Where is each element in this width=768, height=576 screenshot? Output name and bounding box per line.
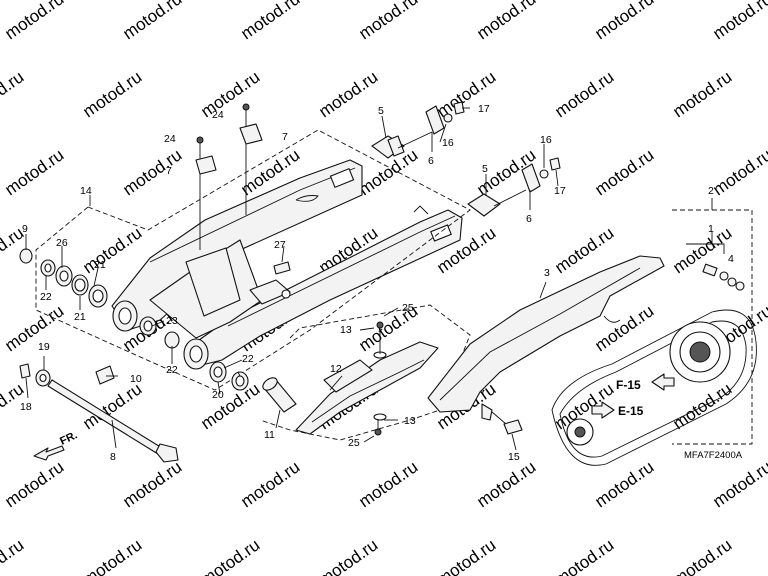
- watermark-text: motod.ru: [79, 535, 145, 576]
- watermark-text: motod.ru: [1, 301, 67, 355]
- watermark-text: motod.ru: [669, 223, 735, 277]
- watermark-text: motod.ru: [709, 145, 768, 199]
- callout-14: 14: [80, 185, 92, 197]
- callout-16a: 16: [442, 137, 454, 149]
- callout-26: 26: [56, 237, 68, 249]
- callout-10: 10: [130, 373, 142, 385]
- watermark-text: motod.ru: [709, 0, 768, 43]
- watermark-text: motod.ru: [709, 457, 768, 511]
- ref-arrow-e15: [591, 401, 615, 419]
- chain-case: [427, 255, 665, 435]
- chain-joint-kit: [702, 263, 745, 291]
- watermark-text: motod.ru: [355, 0, 421, 43]
- callout-8: 8: [110, 451, 116, 463]
- callout-5a: 5: [378, 105, 384, 117]
- watermark-text: motod.ru: [551, 535, 617, 576]
- callout-22a: 22: [40, 291, 52, 303]
- callout-24b: 24: [164, 133, 176, 145]
- watermark-text: motod.ru: [551, 67, 617, 121]
- callout-13a: 13: [340, 324, 352, 336]
- watermark-text: motod.ru: [669, 535, 735, 576]
- callout-27: 27: [274, 239, 286, 251]
- watermark-text: motod.ru: [433, 535, 499, 576]
- callout-5b: 5: [482, 163, 488, 175]
- callout-19: 19: [38, 341, 50, 353]
- upper-bolts: [195, 103, 263, 250]
- chain-adjuster-lower: [467, 157, 561, 217]
- callout-numbers: 1 2 3 4 5 5 6 6 7 7 8 9 10 11 12 13 13 1…: [20, 103, 734, 463]
- callout-7a: 7: [282, 131, 288, 143]
- chain-slider: [295, 321, 439, 436]
- watermark-text: motod.ru: [0, 535, 27, 576]
- drive-chain: [551, 198, 757, 466]
- watermark-text: motod.ru: [1, 457, 67, 511]
- watermark-text: motod.ru: [197, 67, 263, 121]
- callout-4: 4: [728, 253, 734, 265]
- watermark-text: motod.ru: [119, 145, 185, 199]
- watermark-text: motod.ru: [79, 223, 145, 277]
- watermark-text: motod.ru: [119, 0, 185, 43]
- pivot-bearing-stack: [19, 248, 249, 391]
- callout-17b: 17: [554, 185, 566, 197]
- callout-11: 11: [264, 429, 275, 441]
- callout-23: 23: [166, 315, 178, 327]
- pin: [273, 261, 291, 275]
- callout-21a: 21: [94, 259, 106, 271]
- callout-9: 9: [22, 223, 28, 235]
- watermark-text: motod.ru: [473, 0, 539, 43]
- callout-1: 1: [708, 223, 714, 235]
- watermark-text: motod.ru: [669, 67, 735, 121]
- callout-22b: 22: [166, 364, 178, 376]
- part14-boundary: [35, 129, 471, 391]
- watermark-text: motod.ru: [197, 379, 263, 433]
- callout-16b: 16: [540, 134, 552, 146]
- watermark-text: motod.ru: [473, 457, 539, 511]
- watermark-text: motod.ru: [315, 67, 381, 121]
- leader-lines: [25, 107, 559, 451]
- watermark-text: motod.ru: [1, 0, 67, 43]
- watermark-text: motod.ru: [315, 535, 381, 576]
- chain-adjuster-upper: [371, 101, 465, 159]
- callout-12: 12: [330, 363, 342, 375]
- ref-arrow-f15: [651, 373, 675, 391]
- watermark-text: motod.ru: [79, 67, 145, 121]
- watermark-text: motod.ru: [119, 457, 185, 511]
- callout-3: 3: [544, 267, 550, 279]
- callout-13b: 13: [404, 415, 416, 427]
- watermark-text: motod.ru: [0, 67, 27, 121]
- watermark-text: motod.ru: [237, 457, 303, 511]
- callout-6a: 6: [428, 155, 434, 167]
- watermark-text: motod.ru: [1, 145, 67, 199]
- watermark-text: motod.ru: [197, 535, 263, 576]
- watermark-text: motod.ru: [237, 0, 303, 43]
- ref-label-e15: E-15: [618, 404, 644, 418]
- callout-20: 20: [212, 389, 224, 401]
- callout-22c: 22: [242, 353, 254, 365]
- front-label: FR.: [58, 429, 79, 447]
- pivot-shaft: [19, 363, 179, 463]
- callout-25b: 25: [348, 437, 360, 449]
- callout-21b: 21: [74, 311, 86, 323]
- callout-2: 2: [708, 185, 714, 197]
- callout-18: 18: [20, 401, 32, 413]
- swingarm: [111, 159, 463, 370]
- callout-17a: 17: [478, 103, 490, 115]
- watermark-text: motod.ru: [591, 145, 657, 199]
- ref-label-f15: F-15: [616, 378, 641, 392]
- callout-7b: 7: [166, 165, 172, 177]
- callout-6b: 6: [526, 213, 532, 225]
- diagram-code: MFA7F2400A: [684, 450, 743, 461]
- watermark-text: motod.ru: [355, 457, 421, 511]
- watermark-text: motod.ru: [591, 0, 657, 43]
- callout-25a: 25: [402, 302, 414, 314]
- callout-24a: 24: [212, 109, 224, 121]
- callout-15: 15: [508, 451, 520, 463]
- front-direction-arrow: [33, 445, 65, 461]
